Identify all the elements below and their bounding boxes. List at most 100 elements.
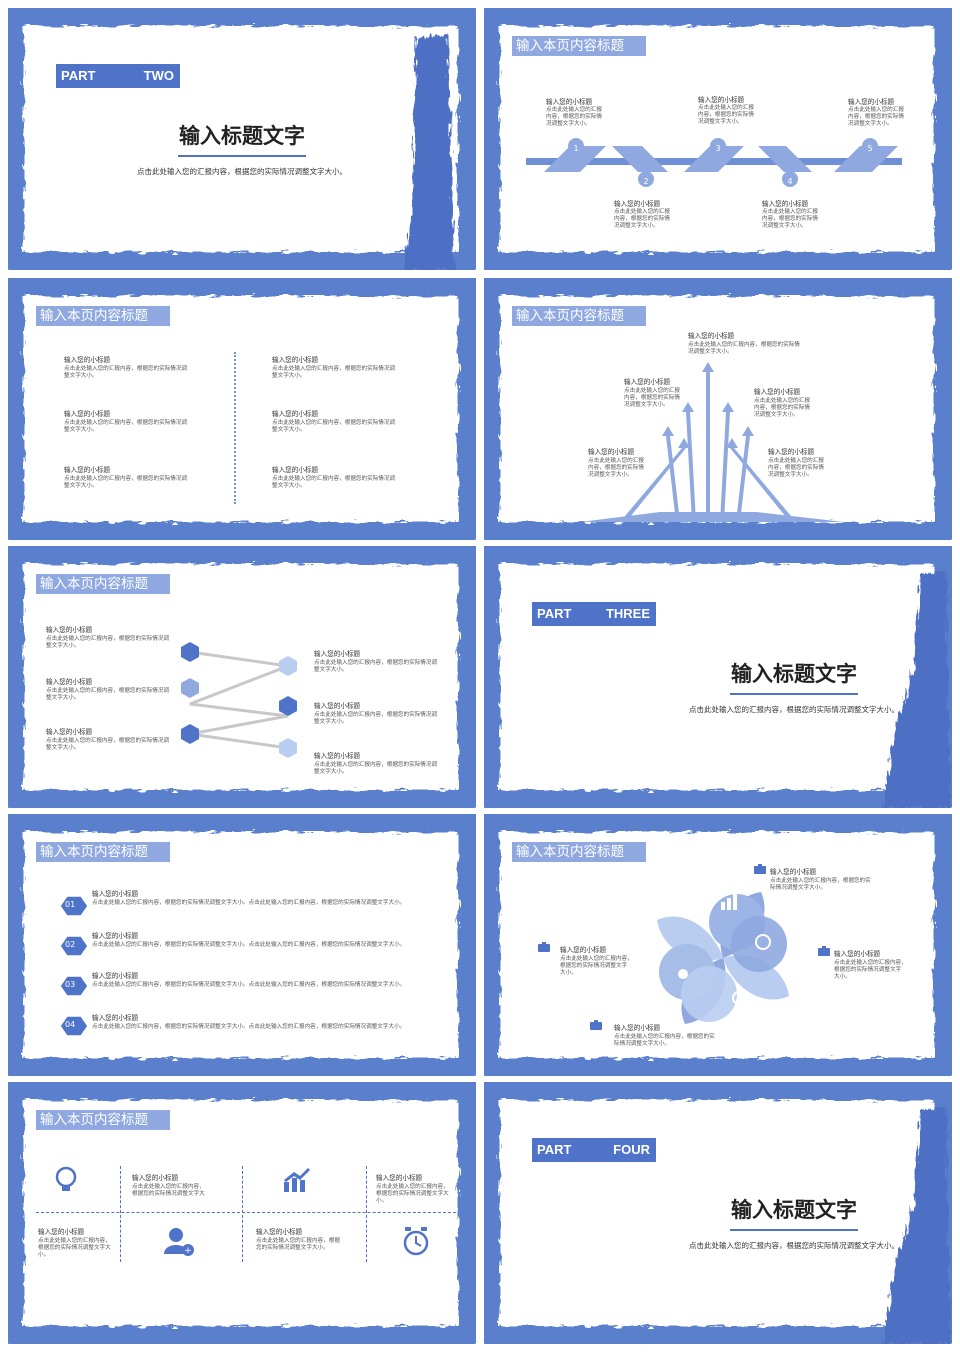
step-circle-1: 1 — [568, 138, 584, 154]
part-text: PART — [537, 1142, 572, 1157]
number-hexagons — [59, 895, 89, 1037]
item-title: 输入您的小标题 — [624, 378, 671, 386]
item-body: 点击此处输入您的汇报内容，根据您的实际情况调整文字大小。 — [38, 1238, 111, 1258]
timeline-graphic — [526, 146, 902, 172]
part-word: FOUR — [613, 1142, 650, 1157]
add-user-icon: + — [164, 1228, 194, 1256]
step-circle-4: 4 — [782, 171, 798, 187]
alarm-clock-icon — [403, 1227, 429, 1256]
item-body: 点击此处输入您的汇报内容，根据您的实际情况调整文字大小。 — [272, 420, 396, 433]
item-body: 点击此处输入您的汇报内容，根据您的实际情况调整文字大小。 — [768, 458, 824, 478]
step-circle-5: 5 — [862, 138, 878, 154]
item-title: 输入您的小标题 — [834, 950, 881, 958]
slide-part-four: PART FOUR 输入标题文字 点击此处输入您的汇报内容，根据您的实际情况调整… — [484, 1082, 952, 1344]
brush-frame — [484, 546, 952, 808]
item-title: 输入您的小标题 — [64, 410, 111, 418]
grid-divider-h — [36, 1212, 456, 1213]
item-title: 输入您的小标题 — [768, 448, 815, 456]
item-title: 输入您的小标题 — [314, 702, 361, 710]
item-title: 输入您的小标题 — [92, 1014, 139, 1022]
page-header: 输入本页内容标题 — [36, 1110, 170, 1130]
zigzag-hexagons — [181, 642, 297, 758]
item-body: 点击此处输入您的汇报内容，根据您的实际情况调整文字大小。点击此处输入您的汇报内容… — [92, 982, 406, 988]
item-title: 输入您的小标题 — [46, 728, 93, 736]
item-body: 点击此处输入您的汇报内容，根据您的实际情况调整文字大小。 — [272, 476, 396, 489]
column-divider — [234, 352, 236, 504]
brush-frame — [8, 1082, 476, 1344]
item-title: 输入您的小标题 — [272, 410, 319, 418]
section-title: 输入标题文字 — [179, 124, 305, 148]
step-circle-2: 2 — [638, 171, 654, 187]
step-circle-3: 3 — [710, 138, 726, 154]
item-title: 输入您的小标题 — [272, 466, 319, 474]
step-title-5: 输入您的小标题 — [848, 98, 895, 106]
item-body: 点击此处输入您的汇报内容，根据您的实际情况调整文字大小。 — [64, 366, 188, 379]
item-title: 输入您的小标题 — [256, 1228, 303, 1236]
number-badge: 03 — [65, 980, 76, 989]
brush-frame — [484, 1082, 952, 1344]
item-title: 输入您的小标题 — [376, 1174, 423, 1182]
brush-frame — [8, 278, 476, 540]
item-title: 输入您的小标题 — [272, 356, 319, 364]
section-subtitle: 点击此处输入您的汇报内容，根据您的实际情况调整文字大小。 — [689, 1241, 899, 1250]
page-header: 输入本页内容标题 — [512, 36, 646, 56]
slide-icon-grid: 输入本页内容标题 + 输入您的小标题 点击此处输入您的汇报内容，根据您的实际情况… — [8, 1082, 476, 1344]
item-body: 点击此处输入您的汇报内容，根据您的实际情况调整文字大小。 — [64, 476, 188, 489]
lightbulb-icon — [55, 1166, 77, 1191]
svg-text:+: + — [184, 1246, 192, 1256]
item-body: 点击此处输入您的汇报内容，根据您的实际情况调整文字大小。点击此处输入您的汇报内容… — [92, 942, 406, 948]
item-body: 点击此处输入您的汇报内容，根据您的实际情况调整文字大小。 — [834, 960, 907, 980]
part-label: PART FOUR — [532, 1138, 656, 1162]
item-title: 输入您的小标题 — [64, 356, 111, 364]
flower-diagram — [657, 892, 789, 1024]
item-title: 输入您的小标题 — [92, 890, 139, 898]
number-badge: 04 — [65, 1020, 76, 1029]
item-title: 输入您的小标题 — [560, 946, 607, 954]
number-badge: 02 — [65, 940, 76, 949]
step-title-3: 输入您的小标题 — [698, 96, 745, 104]
grid-divider-v — [366, 1166, 367, 1262]
item-title: 输入您的小标题 — [38, 1228, 85, 1236]
item-title: 输入您的小标题 — [46, 626, 93, 634]
brush-frame — [8, 814, 476, 1076]
step-body-1: 点击此处输入您的汇报内容，根据您的实际情况调整文字大小。 — [546, 107, 602, 127]
item-body: 点击此处输入您的汇报内容，根据您的实际情况调整文字大小。点击此处输入您的汇报内容… — [92, 900, 406, 906]
part-word: TWO — [143, 68, 174, 83]
slide-arrows: 输入本页内容标题 输入您的小标题 点击此处输入您的汇报内容，根据您的实际情况调整… — [484, 278, 952, 540]
item-title: 输入您的小标题 — [314, 650, 361, 658]
item-body: 点击此处输入您的汇报内容，根据您的实际情况调整文字大小。 — [272, 366, 396, 379]
briefcase-icon — [590, 1020, 602, 1030]
item-body: 点击此处输入您的汇报内容，根据您的实际情况调整文字大小。 — [624, 388, 680, 408]
page-header: 输入本页内容标题 — [512, 842, 646, 862]
slide-timeline: 输入本页内容标题 1 2 3 4 5 输入您的小标题 点击此处输入您的汇报内容，… — [484, 8, 952, 270]
item-title: 输入您的小标题 — [314, 752, 361, 760]
item-body: 点击此处输入您的汇报内容，根据您的实际情况调整文字大小。 — [46, 688, 170, 701]
grid-divider-v — [120, 1166, 121, 1262]
item-title: 输入您的小标题 — [46, 678, 93, 686]
item-body: 点击此处输入您的汇报内容，根据您的实际情况调整文字大小。 — [588, 458, 644, 478]
part-label: PART THREE — [532, 602, 656, 626]
growth-chart-icon — [284, 1168, 310, 1192]
briefcase-icon — [818, 946, 830, 956]
item-title: 输入您的小标题 — [588, 448, 635, 456]
item-body: 点击此处输入您的汇报内容，根据您的实际情况调整文字大小。 — [314, 660, 438, 673]
brush-frame — [484, 8, 952, 270]
item-body: 点击此处输入您的汇报内容，根据您的实际情况调整文字大小。 — [256, 1238, 340, 1251]
item-body: 点击此处输入您的汇报内容，根据您的实际情况调整文字大小。 — [46, 636, 170, 649]
item-title: 输入您的小标题 — [64, 466, 111, 474]
item-body: 点击此处输入您的汇报内容，根据您的实际情况调整文字大小。 — [46, 738, 170, 751]
title-underline — [730, 1229, 858, 1231]
slide-part-three: PART THREE 输入标题文字 点击此处输入您的汇报内容，根据您的实际情况调… — [484, 546, 952, 808]
item-body: 点击此处输入您的汇报内容，根据您的实际情况调整文字大小。 — [314, 762, 438, 775]
page-header: 输入本页内容标题 — [36, 574, 170, 594]
item-body: 点击此处输入您的汇报内容，根据您的实际情况调整文字大 — [132, 1184, 205, 1197]
item-body: 点击此处输入您的汇报内容，根据您的实际情况调整文字大小。 — [560, 956, 633, 976]
item-title: 输入您的小标题 — [770, 868, 817, 876]
section-subtitle: 点击此处输入您的汇报内容，根据您的实际情况调整文字大小。 — [137, 167, 347, 176]
item-title: 输入您的小标题 — [92, 932, 139, 940]
item-body: 点击此处输入您的汇报内容，根据您的实际情况调整文字大小。 — [688, 342, 800, 355]
brush-frame — [8, 546, 476, 808]
step-title-1: 输入您的小标题 — [546, 98, 593, 106]
item-title: 输入您的小标题 — [688, 332, 735, 340]
section-title: 输入标题文字 — [731, 662, 857, 686]
